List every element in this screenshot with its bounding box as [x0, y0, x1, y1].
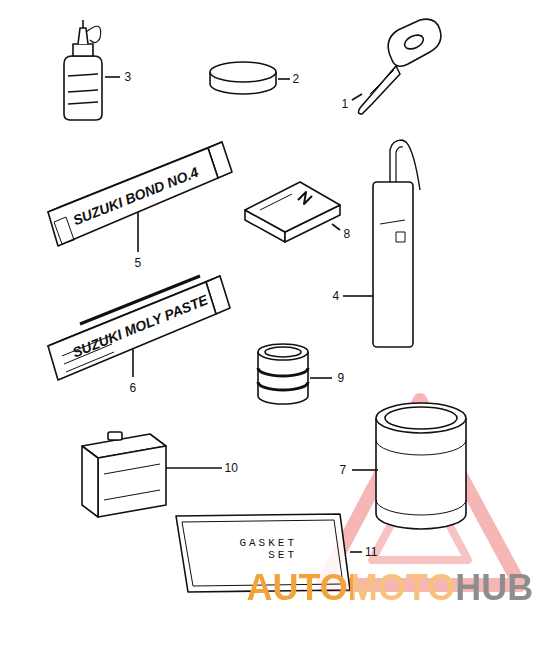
- oil-can: [82, 432, 222, 517]
- grease-can: [258, 344, 332, 404]
- callout-number: 2: [293, 73, 300, 86]
- callout-number: 5: [135, 257, 142, 270]
- rubber-cap: [210, 62, 290, 94]
- key: [352, 19, 441, 114]
- callout-number: 1: [342, 98, 349, 111]
- paint-can: [352, 403, 466, 529]
- watermark: AUTOMOTOHUB: [247, 568, 534, 608]
- callout-number: 3: [125, 71, 132, 84]
- envelope-marking: GASKET SET: [227, 537, 297, 561]
- oil-bottle: [64, 20, 120, 120]
- callout-number: 9: [338, 372, 345, 385]
- callout-number: 4: [333, 290, 340, 303]
- callout-number: 6: [130, 382, 137, 395]
- touch-up-block: [245, 182, 340, 242]
- callout-number: 7: [340, 464, 347, 477]
- watermark-triangle: [322, 400, 520, 585]
- paint-pouch: [343, 140, 420, 347]
- callout-number: 8: [344, 228, 351, 241]
- callout-number: 11: [365, 546, 377, 559]
- moly-paste-box: [48, 276, 230, 380]
- bond-box: [48, 142, 232, 252]
- callout-number: 10: [225, 462, 238, 475]
